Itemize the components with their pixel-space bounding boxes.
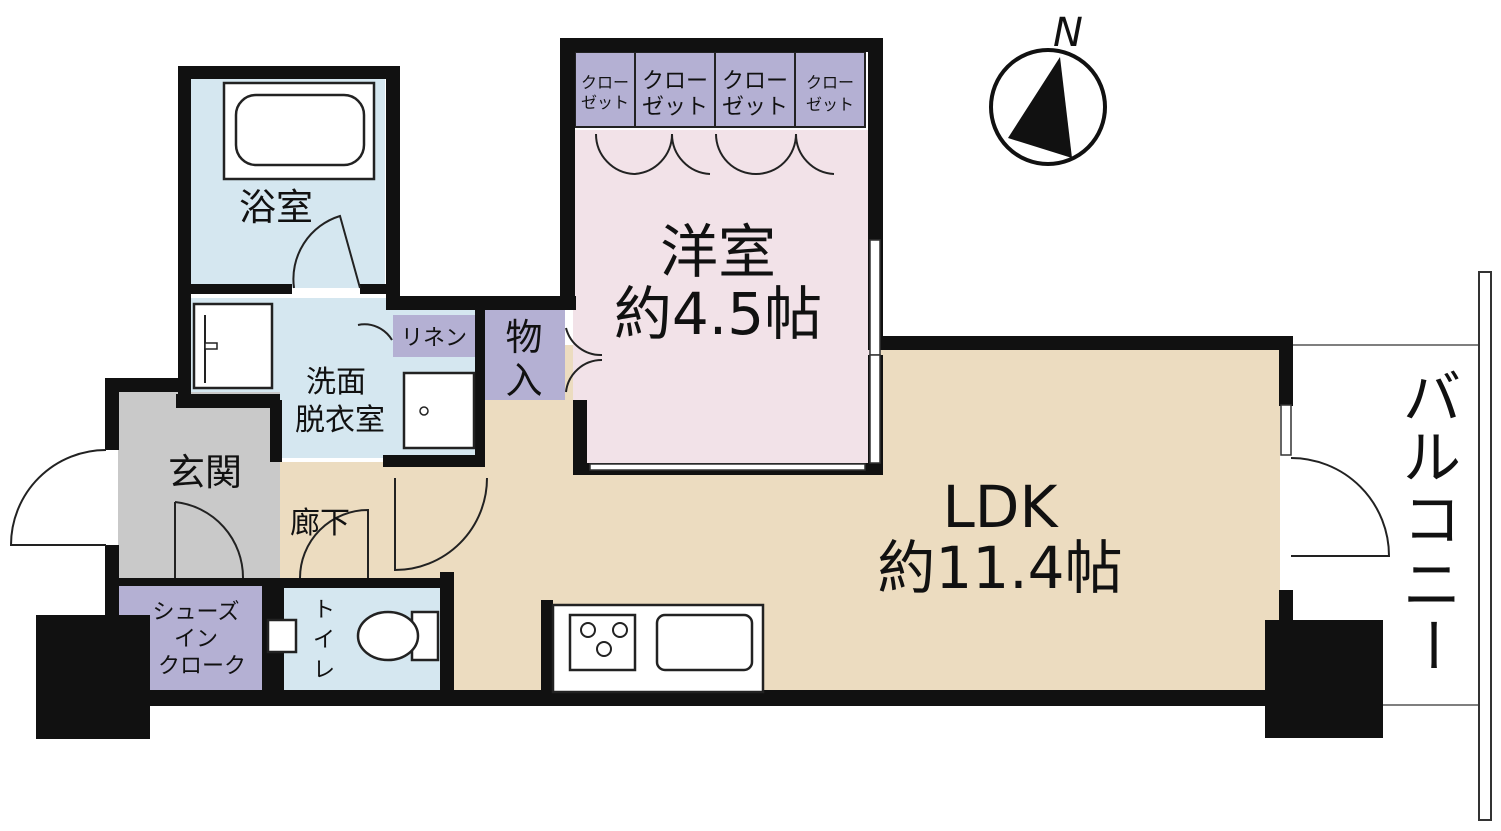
storage-label-2: 入 — [506, 359, 543, 402]
ldk-size: 約11.4帖 — [877, 534, 1122, 602]
linen-label: リネン — [401, 326, 467, 351]
bath-label: 浴室 — [239, 186, 313, 229]
closet-4-label-bottom: ゼット — [806, 95, 854, 114]
closet-3-label-bottom: ゼット — [722, 95, 788, 120]
balcony — [1290, 271, 1492, 821]
washroom-label-1: 洗面 — [306, 365, 366, 400]
balcony-railing — [1478, 271, 1492, 821]
corridor-label: 廊下 — [290, 506, 350, 541]
washroom-label-2: 脱衣室 — [295, 403, 385, 438]
closet-2-label-bottom: ゼット — [642, 95, 708, 120]
ldk-name: LDK — [942, 473, 1059, 541]
shoe-closet-label-3: クローク — [158, 654, 246, 679]
toilet-label-1: ト — [313, 598, 335, 623]
washing-machine-pan — [402, 371, 476, 450]
western-room-floor — [573, 130, 873, 470]
closet-3-label-top: クロー — [722, 69, 788, 94]
closet-row — [574, 51, 866, 128]
bathtub — [222, 81, 376, 181]
north-label: N — [1053, 10, 1083, 56]
toilet-fixture — [266, 610, 440, 662]
western-room-name: 洋室 — [660, 218, 776, 286]
closet-3 — [714, 51, 796, 128]
kitchen-counter — [551, 603, 765, 694]
shoe-closet-label-2: イン — [174, 627, 218, 652]
closet-4-label-top: クロー — [806, 73, 854, 92]
storage-floor — [483, 310, 565, 400]
entrance-label: 玄関 — [168, 451, 242, 494]
washbasin — [192, 302, 274, 390]
linen-closet-floor — [393, 315, 475, 357]
doors — [9, 133, 1391, 579]
balcony-label-2: ル — [1403, 424, 1461, 492]
balcony-label-3: コ — [1403, 486, 1461, 554]
entrance-floor — [118, 392, 280, 582]
compass-icon: N — [989, 10, 1107, 166]
storage-label-1: 物 — [506, 316, 543, 359]
closet-2-label-top: クロー — [642, 69, 708, 94]
toilet-label-2: イ — [313, 628, 335, 653]
toilet-label-3: レ — [313, 658, 335, 683]
closet-1-label-top: クロー — [581, 73, 629, 92]
walls — [36, 38, 1383, 739]
balcony-label-4: ニ — [1403, 551, 1461, 619]
western-room-size: 約4.5帖 — [614, 280, 822, 348]
balcony-label-5: ー — [1398, 616, 1466, 674]
closet-1-label-bottom: ゼット — [581, 93, 629, 112]
windows — [589, 239, 1292, 471]
balcony-label-1: バ — [1403, 364, 1461, 432]
shoe-closet-label-1: シューズ — [153, 600, 240, 625]
